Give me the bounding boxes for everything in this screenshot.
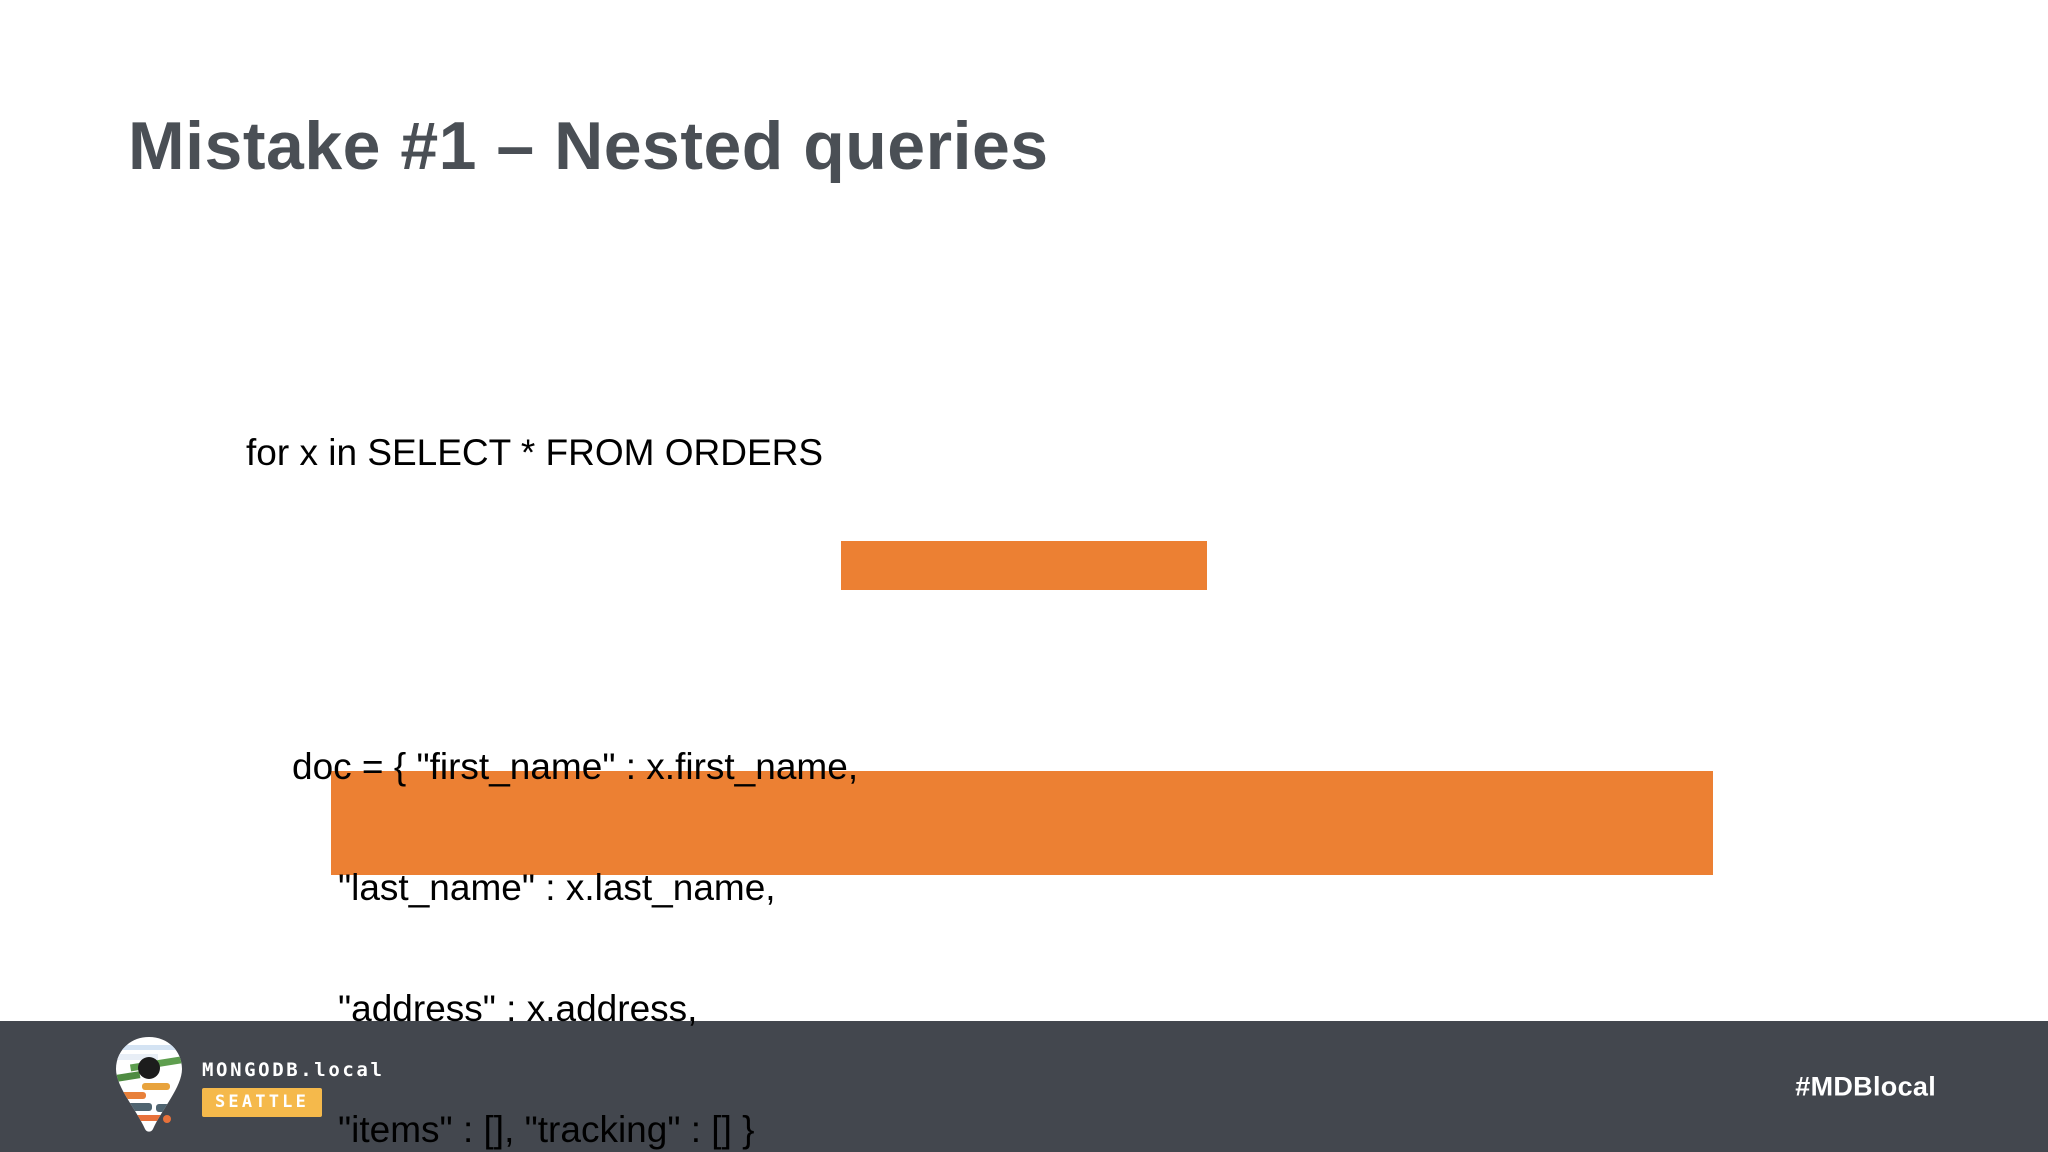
footer-logo: MONGODB.local SEATTLE bbox=[112, 1035, 385, 1135]
footer-logo-title: MONGODB.local bbox=[202, 1059, 385, 1081]
mongodb-local-pin-icon bbox=[112, 1035, 186, 1135]
footer-logo-text: MONGODB.local SEATTLE bbox=[202, 1053, 385, 1117]
code-line-address: "address" : x.address, bbox=[338, 988, 698, 1029]
code-block: for x in SELECT * FROM ORDERS doc = { "f… bbox=[246, 318, 1457, 1152]
code-gap bbox=[246, 587, 1457, 632]
footer-logo-city-badge: SEATTLE bbox=[202, 1088, 323, 1117]
footer-bar: MONGODB.local SEATTLE #MDBlocal bbox=[0, 1021, 2048, 1152]
code-line-last-name: "last_name" : x.last_name, bbox=[338, 867, 776, 908]
page-title: Mistake #1 – Nested queries bbox=[128, 108, 1049, 184]
footer-hashtag: #MDBlocal bbox=[1795, 1071, 1936, 1101]
code-line-doc-open: doc = { "first_name" : x.first_name, bbox=[292, 746, 859, 787]
code-line-for-x: for x in SELECT * FROM ORDERS bbox=[246, 432, 824, 473]
highlight-items-line bbox=[841, 541, 1207, 590]
code-line-items-tracking: "items" : [], "tracking" : [] } bbox=[338, 1109, 755, 1150]
highlight-tracking-loop bbox=[331, 771, 1713, 875]
